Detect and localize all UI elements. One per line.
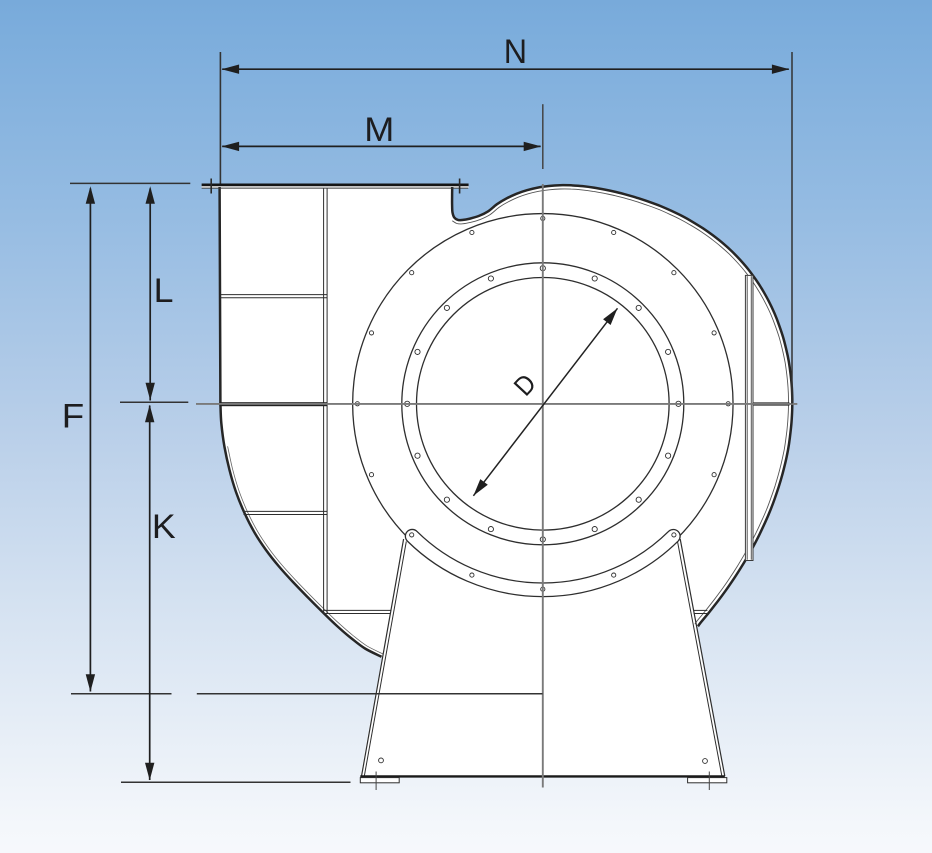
svg-text:N: N — [504, 33, 527, 71]
svg-text:L: L — [154, 272, 174, 310]
svg-text:K: K — [152, 508, 176, 546]
svg-text:M: M — [364, 111, 394, 149]
svg-text:F: F — [62, 398, 84, 435]
